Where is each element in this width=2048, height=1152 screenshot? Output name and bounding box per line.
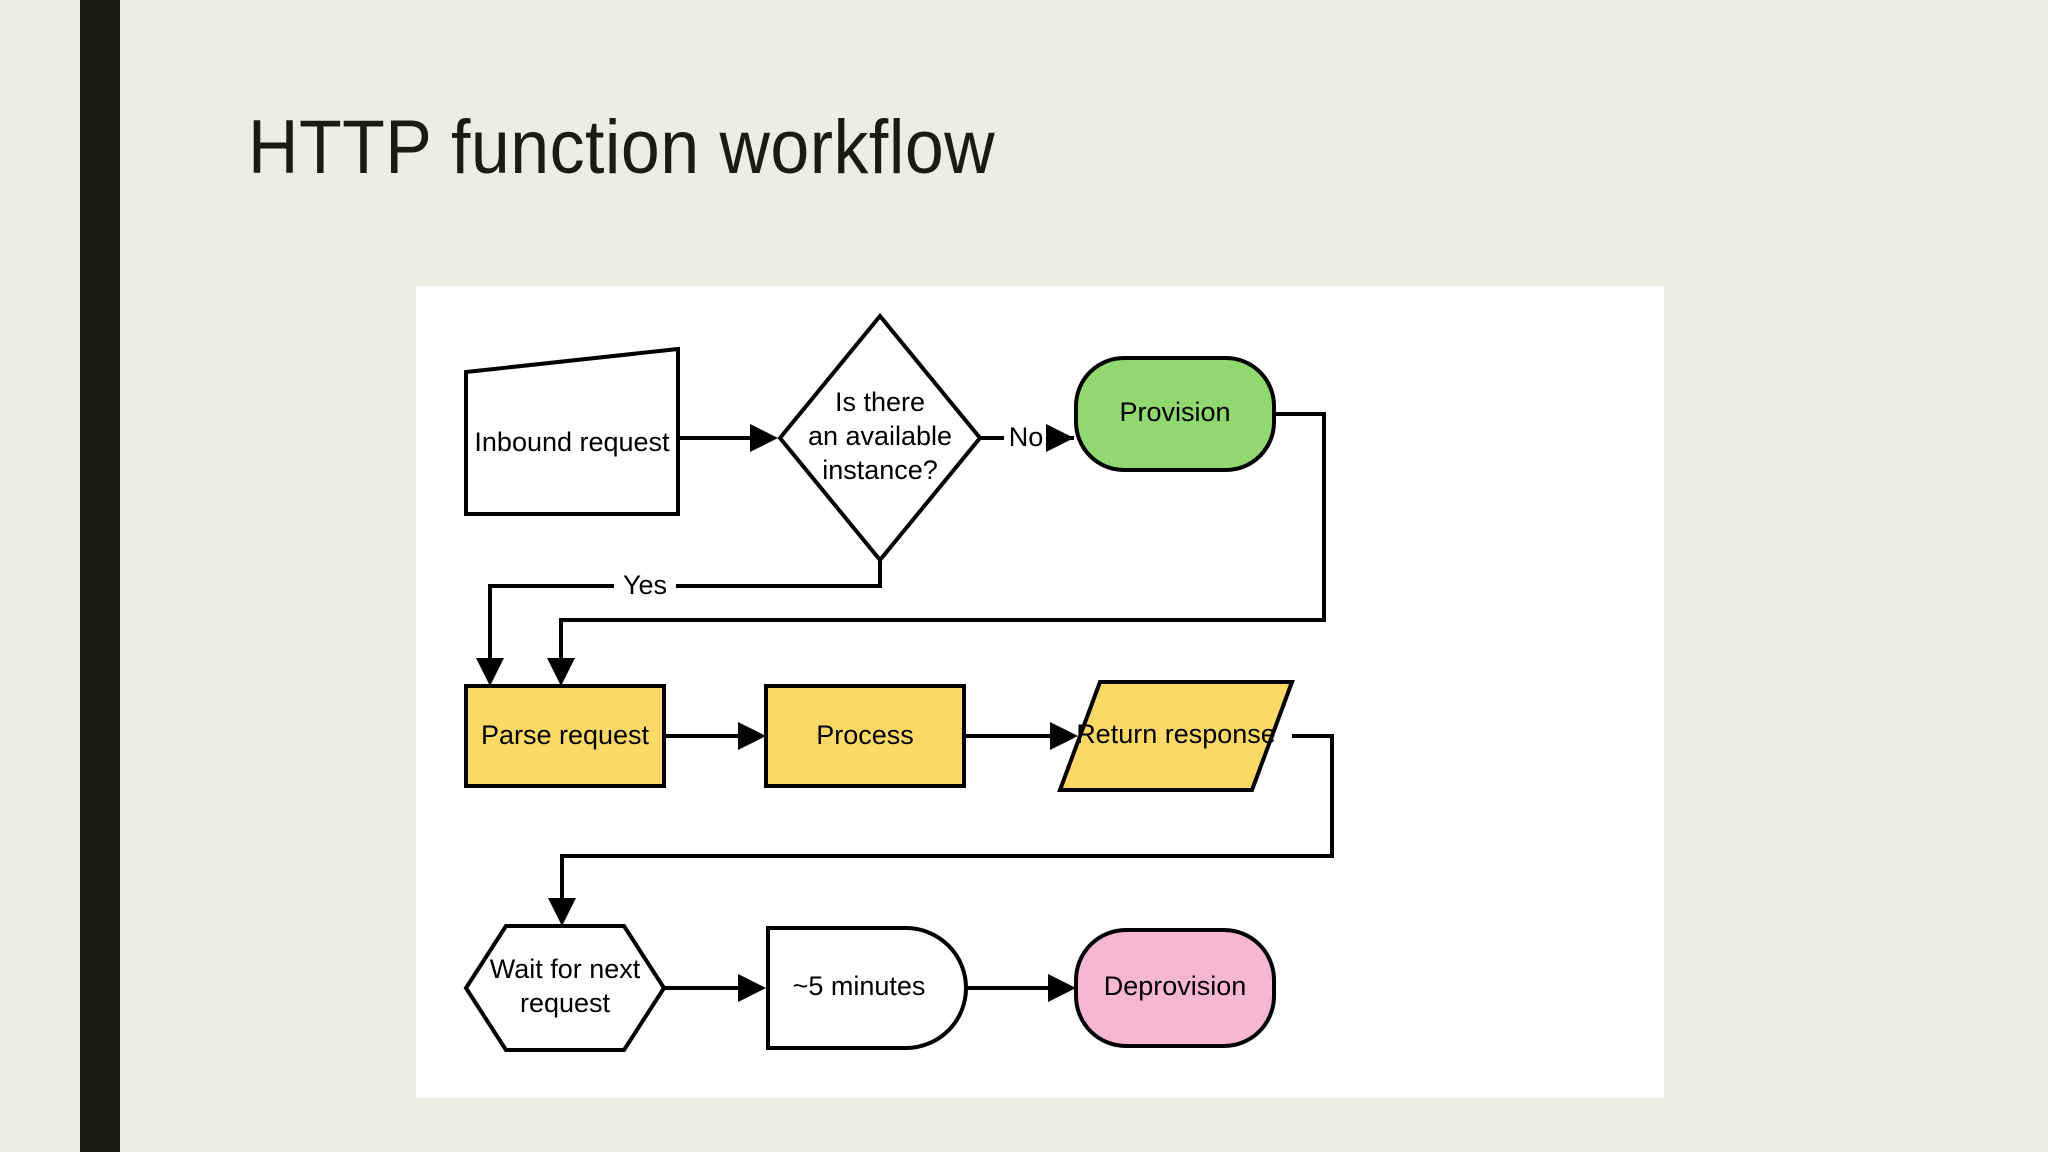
node-delay[interactable]: ~5 minutes bbox=[766, 926, 968, 1050]
delay-shape bbox=[766, 926, 968, 1050]
edge-wait-to-delay bbox=[664, 974, 766, 1002]
accent-bar bbox=[80, 0, 120, 1152]
diagram-card: Inbound request Is there an available in… bbox=[416, 286, 1664, 1098]
decision-label-line-2: an available bbox=[808, 421, 952, 451]
node-provision[interactable]: Provision bbox=[1074, 356, 1276, 472]
wait-label-line-2: request bbox=[520, 988, 611, 1018]
flowchart-diagram: Inbound request Is there an available in… bbox=[463, 312, 1334, 1052]
edge-decision-yes-to-parse: Yes bbox=[476, 560, 882, 686]
decision-label-line-3: instance? bbox=[822, 455, 938, 485]
return-response-label: Return response bbox=[1076, 719, 1276, 749]
decision-label-line-1: Is there bbox=[835, 387, 925, 417]
arrowhead-icon bbox=[548, 898, 576, 926]
edge-inbound-to-decision bbox=[678, 424, 778, 452]
arrowhead-icon bbox=[738, 722, 766, 750]
arrowhead-icon bbox=[1050, 722, 1078, 750]
edge-label-yes: Yes bbox=[623, 570, 667, 600]
return-response-shape bbox=[1057, 680, 1295, 792]
process-label: Process bbox=[816, 720, 914, 750]
node-deprovision[interactable]: Deprovision bbox=[1074, 928, 1276, 1048]
delay-label: ~5 minutes bbox=[793, 971, 926, 1001]
process-shape bbox=[764, 684, 966, 788]
parse-request-label: Parse request bbox=[481, 720, 650, 750]
inbound-request-label: Inbound request bbox=[474, 427, 670, 457]
arrowhead-icon bbox=[476, 658, 504, 686]
edge-line bbox=[488, 560, 882, 658]
edge-line bbox=[559, 412, 1326, 658]
edge-delay-to-deprovision bbox=[966, 974, 1076, 1002]
arrowhead-icon bbox=[1046, 424, 1074, 452]
wait-shape bbox=[463, 924, 667, 1052]
yes-label-bg bbox=[614, 570, 676, 602]
page-title: HTTP function workflow bbox=[248, 105, 996, 190]
no-label-bg bbox=[1004, 422, 1048, 454]
edge-process-to-return bbox=[964, 722, 1078, 750]
edge-line bbox=[560, 734, 1334, 898]
node-parse-request[interactable]: Parse request bbox=[464, 684, 666, 788]
node-inbound-request[interactable]: Inbound request bbox=[464, 346, 680, 516]
deprovision-shape bbox=[1074, 928, 1276, 1048]
arrowhead-icon bbox=[547, 658, 575, 686]
node-return-response[interactable]: Return response bbox=[1057, 680, 1295, 792]
provision-label: Provision bbox=[1119, 397, 1230, 427]
arrowhead-icon bbox=[738, 974, 766, 1002]
edge-parse-to-process bbox=[664, 722, 766, 750]
inbound-request-shape bbox=[464, 346, 680, 516]
edge-return-to-wait bbox=[548, 734, 1334, 926]
arrowhead-icon bbox=[750, 424, 778, 452]
edge-provision-to-parse bbox=[547, 412, 1326, 686]
edge-decision-to-provision: No bbox=[980, 422, 1074, 454]
node-wait-for-next-request[interactable]: Wait for next request bbox=[463, 924, 667, 1052]
node-decision[interactable]: Is there an available instance? bbox=[777, 312, 983, 564]
arrowhead-icon bbox=[1048, 974, 1076, 1002]
deprovision-label: Deprovision bbox=[1104, 971, 1247, 1001]
wait-label-line-1: Wait for next bbox=[490, 954, 641, 984]
node-process[interactable]: Process bbox=[764, 684, 966, 788]
edge-label-no: No bbox=[1009, 422, 1044, 452]
